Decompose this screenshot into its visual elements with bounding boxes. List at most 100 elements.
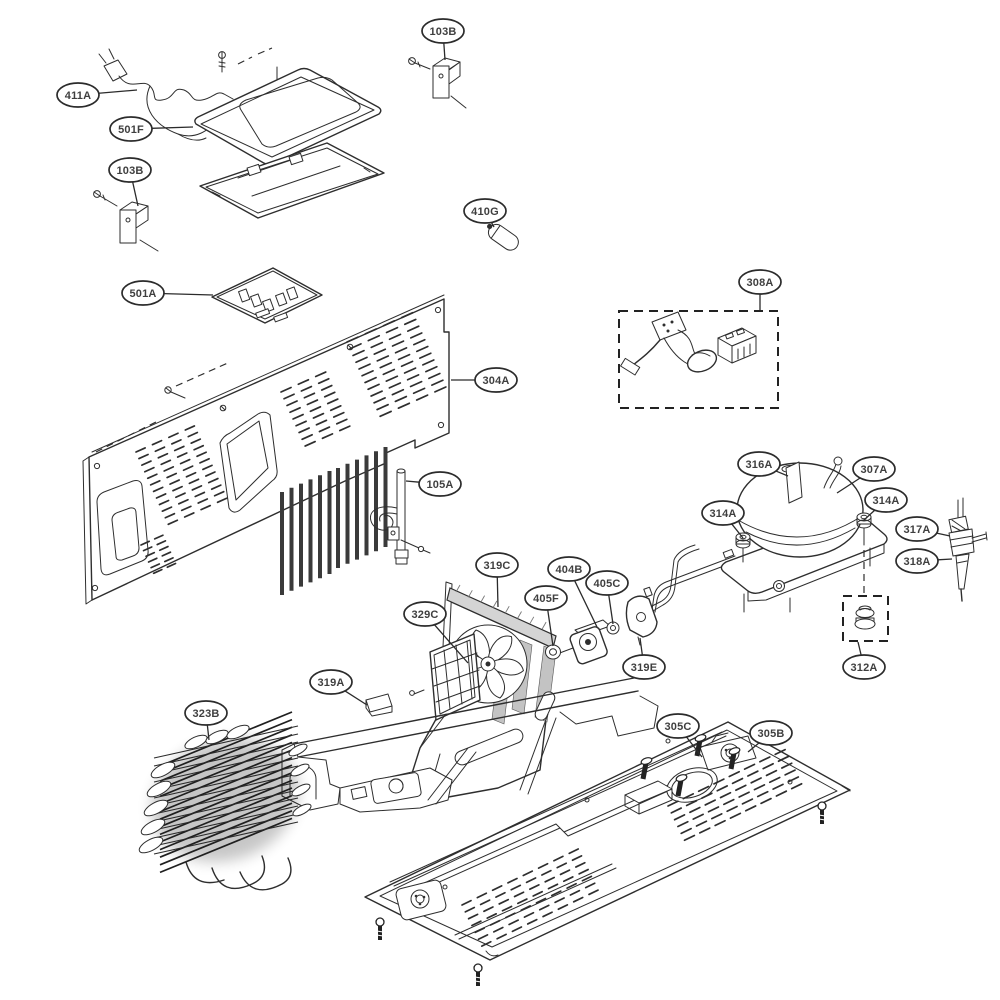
callout-label-316A: 316A	[745, 459, 772, 471]
callout-307A: 307A	[836, 456, 896, 494]
callout-305C: 305C	[656, 713, 703, 758]
callout-label-308A: 308A	[746, 277, 773, 289]
callout-leader-411A	[98, 89, 138, 94]
callout-312A: 312A	[842, 641, 886, 680]
callout-bubble-105A	[418, 471, 462, 497]
callout-label-323B: 323B	[192, 708, 219, 720]
callout-bubble-317A	[895, 516, 939, 542]
callout-103B-left: 103B	[108, 157, 152, 207]
callout-leader-307A	[836, 477, 861, 494]
callout-bubble-405F	[524, 585, 568, 611]
callout-bubble-305C	[656, 713, 700, 739]
callout-319A: 319A	[309, 669, 368, 706]
callout-leader-103B-top	[443, 42, 446, 61]
callout-label-501F: 501F	[118, 124, 144, 136]
callout-bubble-319C	[475, 552, 519, 578]
callout-leader-105A	[405, 480, 420, 483]
callout-leader-305C	[685, 736, 703, 758]
callout-411A: 411A	[56, 82, 138, 108]
callout-label-305B: 305B	[757, 728, 784, 740]
callout-leader-314A-right	[863, 509, 876, 521]
callout-leader-329C	[433, 624, 469, 664]
callout-label-314A-left: 314A	[709, 508, 736, 520]
harness-kit-drawing	[618, 310, 779, 409]
callout-bubble-316A	[737, 451, 781, 477]
callout-label-318A: 318A	[903, 556, 930, 568]
callout-314A-left: 314A	[701, 500, 745, 539]
callout-label-304A: 304A	[482, 375, 509, 387]
callout-bubble-405C	[585, 570, 629, 596]
service-valve-drawing	[948, 497, 988, 602]
callout-bubble-323B	[184, 700, 228, 726]
callout-501F: 501F	[109, 116, 194, 142]
callout-bubble-314A-left	[701, 500, 745, 526]
callout-305B: 305B	[747, 720, 793, 753]
callout-405F: 405F	[524, 585, 568, 647]
callout-bubble-411A	[56, 82, 100, 108]
back-panel-drawing	[82, 294, 450, 605]
callout-label-319A: 319A	[317, 677, 344, 689]
callout-label-319C: 319C	[483, 560, 510, 572]
callout-label-405C: 405C	[593, 578, 620, 590]
callout-label-103B-top: 103B	[429, 26, 456, 38]
callout-404B: 404B	[547, 556, 598, 628]
callout-405C: 405C	[585, 570, 629, 625]
callout-leader-405F	[547, 609, 554, 647]
callout-bubble-404B	[547, 556, 591, 582]
callout-leader-323B	[206, 724, 210, 741]
callout-leader-404B	[573, 580, 598, 628]
callout-bubble-308A	[738, 269, 782, 295]
callout-bubble-410G	[463, 198, 507, 224]
callout-leader-501A	[163, 292, 214, 296]
callout-316A: 316A	[737, 451, 789, 477]
callout-leader-405C	[608, 594, 614, 625]
callout-501A: 501A	[121, 280, 214, 306]
callout-label-329C: 329C	[411, 609, 438, 621]
condenser-coil-drawing	[138, 711, 312, 891]
drain-tray-drawing	[281, 677, 659, 813]
callout-318A: 318A	[895, 548, 953, 574]
callout-bubble-304A	[474, 367, 518, 393]
callout-label-501A: 501A	[129, 288, 156, 300]
callout-leader-317A	[936, 532, 951, 537]
callout-leader-305B	[747, 742, 760, 753]
callout-304A: 304A	[451, 367, 518, 393]
callout-bubble-307A	[852, 456, 896, 482]
callout-bubble-103B-top	[421, 18, 465, 44]
callout-label-319E: 319E	[631, 662, 658, 674]
pcb-drawing	[211, 267, 323, 324]
callout-label-305C: 305C	[664, 721, 691, 733]
callout-314A-right: 314A	[863, 487, 908, 521]
bracket-left-drawing	[93, 190, 159, 252]
callout-label-307A: 307A	[860, 464, 887, 476]
callout-leader-319A	[344, 690, 368, 706]
drain-pipe-drawing	[369, 468, 431, 565]
callout-329C: 329C	[403, 601, 469, 664]
callout-bubble-329C	[403, 601, 447, 627]
callout-410G: 410G	[463, 198, 507, 228]
callout-leader-318A	[937, 558, 953, 561]
callout-317A: 317A	[895, 516, 951, 542]
callout-bubble-103B-left	[108, 157, 152, 183]
callout-leader-319C	[496, 576, 499, 608]
callout-leader-312A	[857, 641, 862, 656]
callout-label-103B-left: 103B	[116, 165, 143, 177]
compressor-drawing	[720, 456, 889, 642]
bracket-top-drawing	[408, 57, 467, 109]
callout-bubble-501F	[109, 116, 153, 142]
callout-leader-314A-left	[731, 523, 744, 539]
callout-bubble-305B	[749, 720, 793, 746]
callout-bubble-312A	[842, 654, 886, 680]
callout-label-405F: 405F	[533, 593, 559, 605]
compartment-cover-drawing	[194, 47, 385, 219]
callout-leader-103B-left	[132, 181, 139, 207]
callout-label-314A-right: 314A	[872, 495, 899, 507]
callout-leader-319E	[639, 637, 643, 656]
callout-bubble-319E	[622, 654, 666, 680]
callout-308A: 308A	[738, 269, 782, 310]
callout-319C: 319C	[475, 552, 519, 608]
callout-label-410G: 410G	[471, 206, 499, 218]
callout-bubble-501A	[121, 280, 165, 306]
